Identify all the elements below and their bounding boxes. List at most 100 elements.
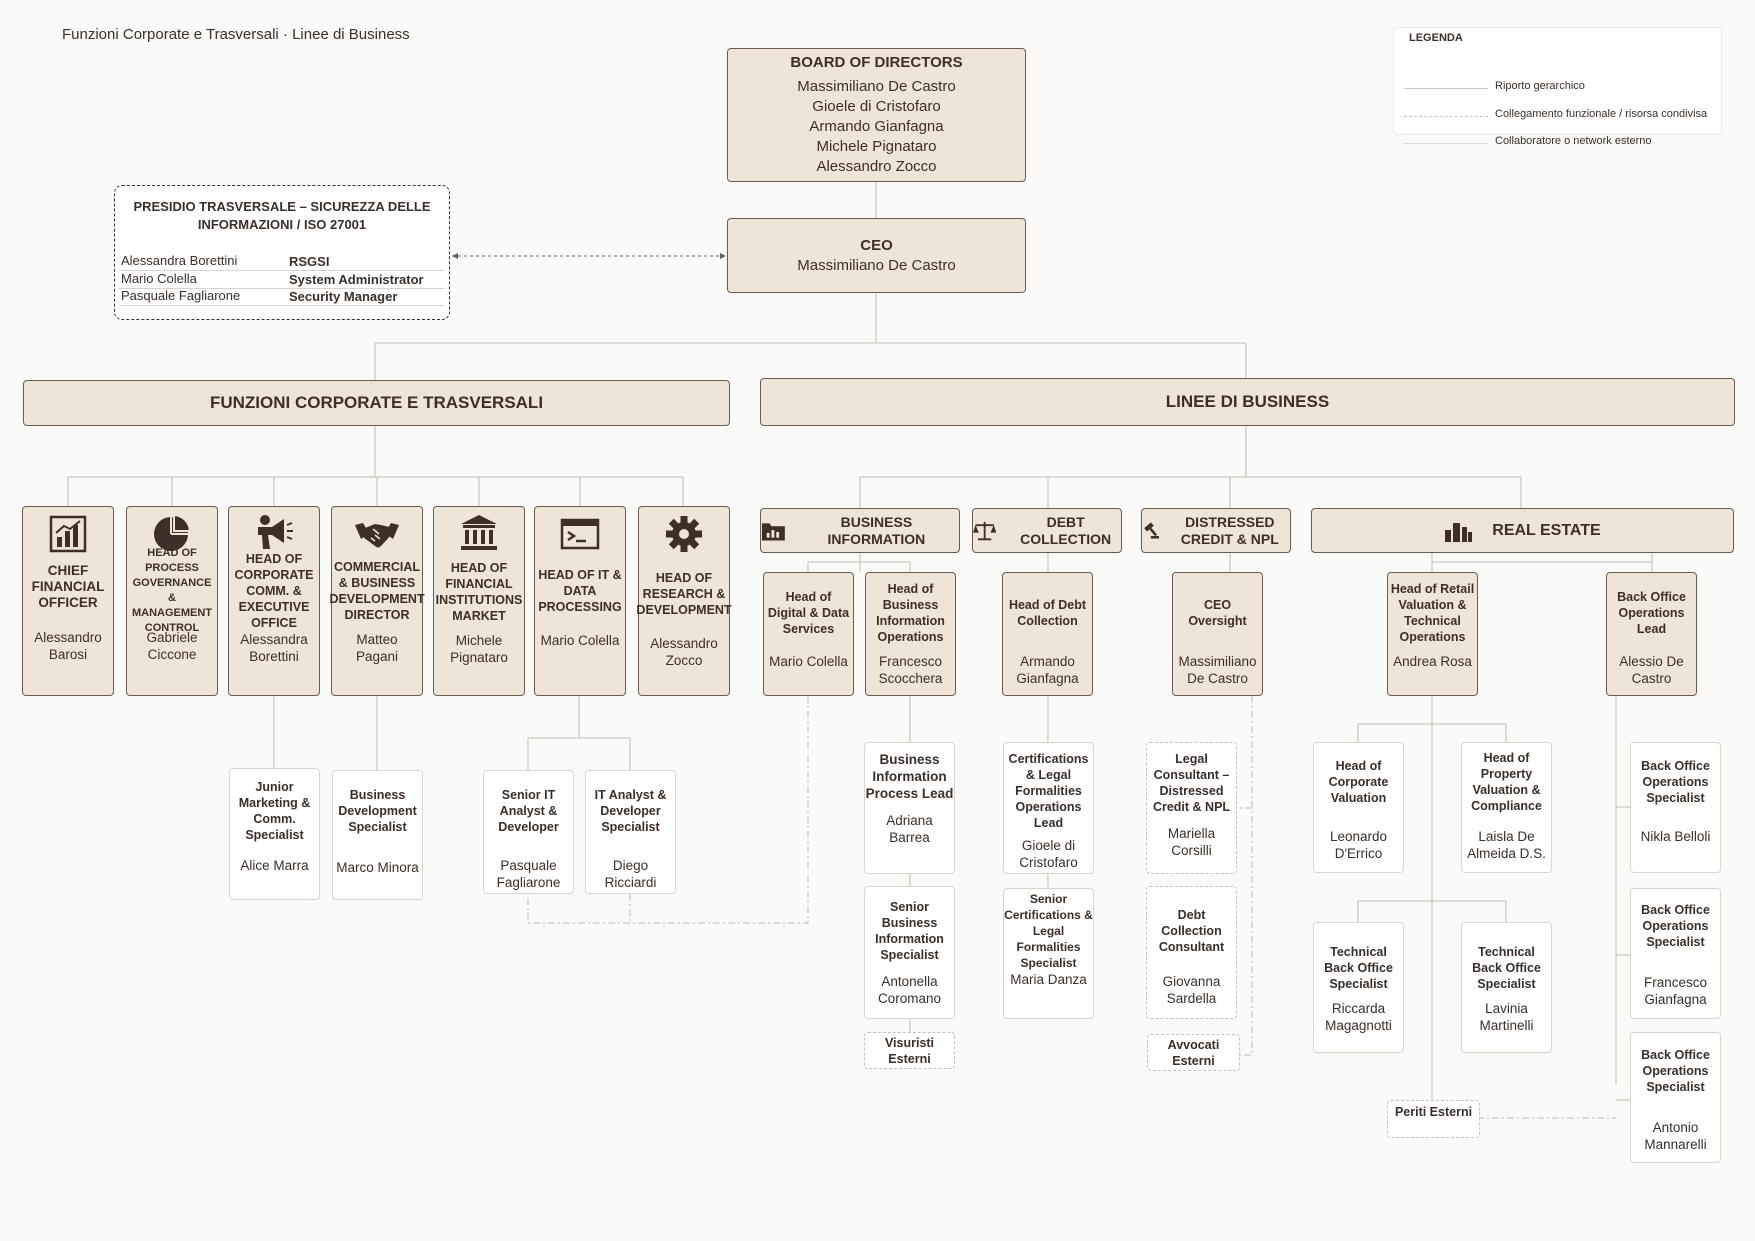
head-card: Back Office Operations Lead Alessio De C… [1606, 572, 1697, 696]
card-name: Andrea Rosa [1393, 654, 1472, 669]
card-title: Head of Business Information Operations [876, 582, 945, 644]
staff-card: Debt Collection Consultant Giovanna Sard… [1146, 886, 1237, 1019]
external-card: Avvocati Esterni [1147, 1034, 1240, 1071]
card-name: Antonella Coromano [877, 974, 942, 1006]
card-name: Alessandro Zocco [650, 636, 718, 668]
board-member: Gioele di Cristofaro [812, 98, 941, 115]
scales-icon [973, 521, 997, 540]
card-title: CEO Oversight [1188, 598, 1247, 628]
card-name: Giovanna Sardella [1162, 974, 1221, 1006]
card-name: Mario Colella [540, 633, 620, 648]
line-business-information: BUSINESS INFORMATION [760, 508, 960, 553]
corporate-card-communication: HEAD OF CORPORATE COMM. & EXECUTIVE OFFI… [228, 506, 320, 696]
card-name: Alessandro Barosi [34, 630, 102, 662]
board-title: BOARD OF DIRECTORS [790, 54, 963, 71]
ceo-name: Massimiliano De Castro [797, 257, 956, 274]
presidio-row: Pasquale Fagliarone Security Manager [119, 288, 445, 306]
card-name: Alessio De Castro [1619, 654, 1684, 686]
board-member: Armando Gianfagna [809, 118, 944, 135]
corporate-sub-card: IT Analyst & Developer Specialist Diego … [585, 770, 676, 894]
card-title: Senior Certifications & Legal Formalitie… [1004, 892, 1093, 970]
corporate-card-governance: HEAD OF PROCESS GOVERNANCE & MANAGEMENT … [126, 506, 218, 696]
card-title: IT Analyst & Developer Specialist [594, 788, 667, 834]
card-title: Business Development Specialist [338, 788, 417, 834]
staff-card: Legal Consultant – Distressed Credit & N… [1146, 742, 1237, 874]
card-name: Gioele di Cristofaro [1019, 838, 1078, 870]
bar-chart-icon [49, 515, 87, 553]
corporate-card-commercial: COMMERCIAL & BUSINESS DEVELOPMENT DIRECT… [329, 506, 425, 696]
presidio-security-box: PRESIDIO TRASVERSALE – SICUREZZA DELLE I… [114, 185, 450, 320]
bank-icon [461, 515, 497, 550]
staff-card: Senior Business Information Specialist A… [864, 886, 955, 1019]
card-title: Back Office Operations Lead [1617, 590, 1686, 636]
card-title: Senior IT Analyst & Developer [498, 788, 559, 834]
card-name: Armando Gianfagna [1016, 654, 1079, 686]
card-title: Senior Business Information Specialist [875, 900, 944, 962]
card-name: Leonardo D'Errico [1329, 829, 1388, 861]
corporate-sub-card: Junior Marketing & Comm. Specialist Alic… [229, 768, 320, 900]
card-title: Technical Back Office Specialist [1324, 945, 1393, 991]
card-name: Massimiliano De Castro [1178, 654, 1257, 686]
head-card: Head of Business Information Operations … [865, 572, 956, 696]
staff-card: Back Office Operations Specialist Nikla … [1630, 742, 1721, 873]
staff-card: Technical Back Office Specialist Lavinia… [1461, 922, 1552, 1053]
card-name: Marco Minora [336, 860, 419, 875]
line-distressed-credit: DISTRESSED CREDIT & NPL [1141, 508, 1291, 553]
corporate-card-cfo: CHIEF FINANCIAL OFFICER Alessandro Baros… [22, 506, 114, 696]
buildings-icon [1445, 522, 1473, 542]
card-title: HEAD OF CORPORATE COMM. & EXECUTIVE OFFI… [234, 552, 314, 630]
external-card: Periti Esterni [1387, 1100, 1480, 1138]
card-title: Certifications & Legal Formalities Opera… [1008, 752, 1089, 830]
presidio-title: PRESIDIO TRASVERSALE – SICUREZZA DELLE I… [133, 199, 431, 232]
card-name: Nikla Belloli [1640, 829, 1711, 844]
card-title: Head of Retail Valuation & Technical Ope… [1390, 582, 1475, 644]
card-title: Periti Esterni [1394, 1105, 1473, 1119]
head-card: Head of Debt Collection Armando Gianfagn… [1002, 572, 1093, 696]
legend: LEGENDA Riporto gerarchico Collegamento … [1393, 27, 1723, 147]
card-name: Francesco Gianfagna [1643, 975, 1708, 1007]
staff-card: Technical Back Office Specialist Riccard… [1313, 922, 1404, 1053]
card-title: Head of Corporate Valuation [1328, 759, 1389, 805]
card-name: Diego Ricciardi [604, 858, 657, 890]
card-title: HEAD OF FINANCIAL INSTITUTIONS MARKET [435, 561, 523, 623]
terminal-icon [560, 518, 600, 550]
card-title: Back Office Operations Specialist [1641, 903, 1710, 949]
staff-card: Head of Property Valuation & Compliance … [1461, 742, 1552, 873]
card-name: Mario Colella [769, 654, 848, 669]
staff-card: Back Office Operations Specialist Antoni… [1630, 1032, 1721, 1163]
board-member: Michele Pignataro [816, 138, 937, 155]
card-title: COMMERCIAL & BUSINESS DEVELOPMENT DIRECT… [329, 560, 425, 622]
card-name: Pasquale Fagliarone [496, 858, 561, 890]
folder-chart-icon [761, 522, 785, 541]
legend-item-dashdot: Collegamento funzionale / risorsa condiv… [1394, 108, 1723, 124]
card-name: Lavinia Martinelli [1479, 1001, 1534, 1033]
line-real-estate: REAL ESTATE [1311, 508, 1734, 553]
head-card: CEO Oversight Massimiliano De Castro [1172, 572, 1263, 696]
page-title: Funzioni Corporate e Trasversali · Linee… [62, 26, 410, 43]
head-card: Head of Digital & Data Services Mario Co… [763, 572, 854, 696]
corporate-card-it: HEAD OF IT & DATA PROCESSING Mario Colel… [534, 506, 626, 696]
card-title: HEAD OF IT & DATA PROCESSING [538, 568, 622, 614]
corporate-sub-card: Senior IT Analyst & Developer Pasquale F… [483, 770, 574, 894]
card-title: Back Office Operations Specialist [1641, 759, 1710, 805]
card-title: Junior Marketing & Comm. Specialist [238, 780, 311, 842]
legend-title: LEGENDA [1409, 32, 1463, 44]
card-name: Francesco Scocchera [878, 654, 943, 686]
card-title: Legal Consultant – Distressed Credit & N… [1152, 752, 1231, 814]
staff-card: Back Office Operations Specialist France… [1630, 888, 1721, 1019]
card-name: Alice Marra [240, 858, 309, 873]
legend-item-solid: Riporto gerarchico [1394, 80, 1723, 96]
megaphone-icon [258, 515, 293, 549]
head-card: Head of Retail Valuation & Technical Ope… [1387, 572, 1478, 696]
card-title: Business Information Process Lead [865, 752, 954, 801]
card-title: Visuristi Esterni [884, 1036, 935, 1066]
card-title: Head of Debt Collection [1008, 598, 1087, 628]
gear-icon [666, 516, 702, 552]
card-title: Back Office Operations Specialist [1641, 1048, 1710, 1094]
card-title: Head of Digital & Data Services [767, 590, 850, 636]
presidio-row: Alessandra Borettini RSGSI [119, 253, 445, 271]
card-title: HEAD OF PROCESS GOVERNANCE & MANAGEMENT … [131, 547, 213, 634]
external-card: Visuristi Esterni [864, 1032, 955, 1069]
corporate-card-financial-institutions: HEAD OF FINANCIAL INSTITUTIONS MARKET Mi… [433, 506, 525, 696]
section-business-header: LINEE DI BUSINESS [760, 378, 1735, 426]
